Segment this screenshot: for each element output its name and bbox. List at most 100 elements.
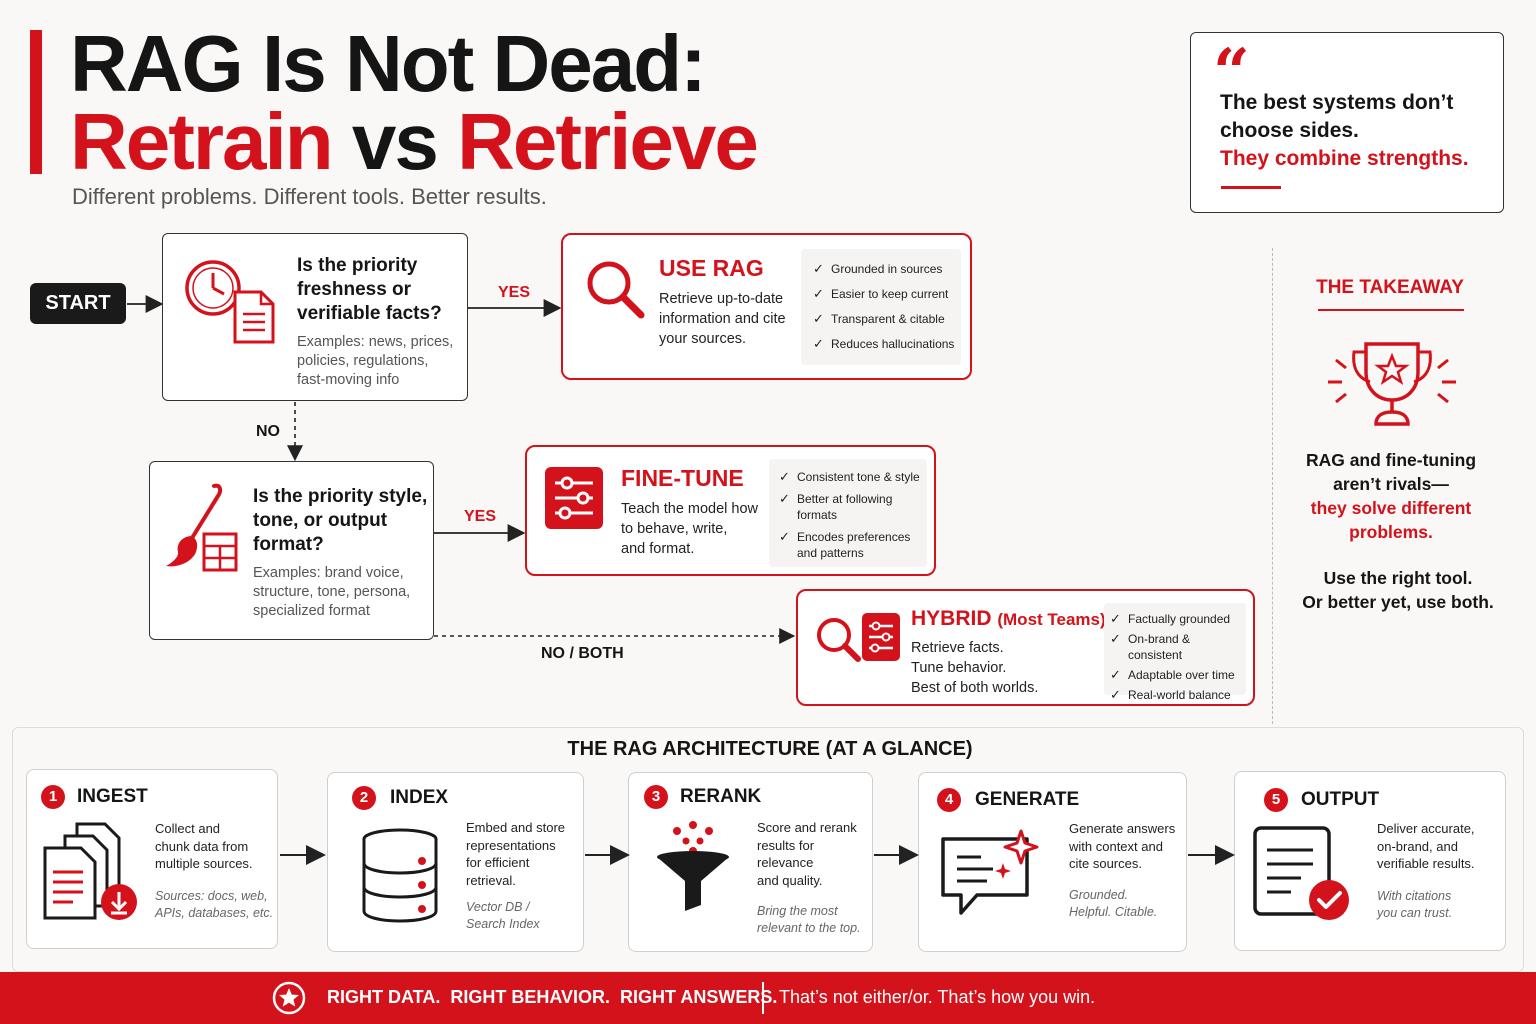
start-node: START <box>30 283 126 324</box>
step-description: Deliver accurate, on-brand, and verifiab… <box>1377 820 1475 873</box>
note-line: With citations <box>1377 889 1452 903</box>
desc-line: Tune behavior. <box>911 660 1007 676</box>
desc-line: and quality. <box>757 872 823 888</box>
desc-line: Embed and store <box>466 820 566 835</box>
desc-line: results for <box>757 837 815 853</box>
step-description: Score and rerank results for relevance a… <box>757 819 857 889</box>
title-accent-bar <box>30 30 42 174</box>
quote-highlight: They combine strengths. <box>1220 147 1469 170</box>
question-title-line: Is the priority <box>297 255 418 276</box>
takeaway-title: THE TAKEAWAY <box>1316 277 1464 298</box>
step-note: Vector DB / Search Index <box>466 899 540 933</box>
step-number: 3 <box>644 785 668 809</box>
quote-rule <box>1221 186 1281 189</box>
desc-line: Teach the model how <box>621 501 759 517</box>
fine-tune-benefits: Consistent tone & style Better at follow… <box>769 459 927 567</box>
benefit-item: Factually grounded <box>1110 611 1246 627</box>
step-note: Bring the most relevant to the top. <box>757 903 861 937</box>
fine-tune-title: FINE-TUNE <box>621 465 744 491</box>
question-title-line: Is the priority style, <box>253 486 428 507</box>
desc-line: your sources. <box>659 331 747 347</box>
sliders-icon <box>545 467 603 529</box>
desc-line: cite sources. <box>1069 856 1142 871</box>
takeaway-advice: Use the right tool. Or better yet, use b… <box>1282 566 1514 614</box>
note-line: Grounded. <box>1069 888 1129 902</box>
benefit-item: Real-world balance <box>1110 687 1246 703</box>
examples-line: Examples: news, prices, <box>297 334 454 350</box>
fine-tune-description: Teach the model how to behave, write, an… <box>621 499 758 559</box>
hybrid-title: HYBRID (Most Teams) <box>911 607 1106 631</box>
quote-text: The best systems don’t choose sides. The… <box>1220 89 1469 173</box>
step-number: 5 <box>1264 788 1288 812</box>
desc-line: representations <box>466 837 556 853</box>
quote-line: choose sides. <box>1220 119 1359 142</box>
architecture-title: THE RAG ARCHITECTURE (AT A GLANCE) <box>560 738 980 761</box>
no-label: NO <box>256 423 280 440</box>
step-note: With citations you can trust. <box>1377 888 1452 922</box>
funnel-icon <box>657 821 729 911</box>
desc-line: information and cite <box>659 311 786 327</box>
page-subtitle: Different problems. Different tools. Bet… <box>72 184 547 209</box>
step-title: RERANK <box>680 786 762 807</box>
benefit-item: Grounded in sources <box>813 261 961 277</box>
rag-title: USE RAG <box>659 255 764 281</box>
desc-line: to behave, write, <box>621 521 728 537</box>
quote-icon: “ <box>1213 35 1250 110</box>
hybrid-description: Retrieve facts. Tune behavior. Best of b… <box>911 638 1038 698</box>
question-style: Is the priority style, tone, or output f… <box>149 461 434 640</box>
benefit-item: On-brand & consistent <box>1110 631 1246 663</box>
database-icon <box>362 828 438 923</box>
desc-line: for efficient <box>466 855 530 870</box>
benefit-item: Transparent & citable <box>813 311 961 327</box>
takeaway-highlight: they solve different <box>1310 498 1472 518</box>
page-title-line2: Retrain vs Retrieve <box>70 96 759 188</box>
no-both-label: NO / BOTH <box>541 645 624 662</box>
desc-line: relevance <box>757 855 814 870</box>
examples-line: policies, regulations, <box>297 353 429 369</box>
title-retrieve: Retrieve <box>457 97 759 186</box>
step-number: 2 <box>352 786 376 810</box>
desc-line: and format. <box>621 541 695 557</box>
question-examples: Examples: news, prices, policies, regula… <box>297 333 453 390</box>
step-title: GENERATE <box>975 789 1080 810</box>
quote-card: “ The best systems don’t choose sides. T… <box>1190 32 1504 213</box>
examples-line: structure, tone, persona, <box>253 584 411 600</box>
footer-divider <box>762 982 764 1014</box>
step-number: 1 <box>41 785 65 809</box>
desc-line: with context and <box>1069 838 1163 854</box>
question-examples: Examples: brand voice, structure, tone, … <box>253 564 410 621</box>
note-line: Helpful. Citable. <box>1069 905 1158 919</box>
step-description: Collect and chunk data from multiple sou… <box>155 820 253 873</box>
hybrid-title-main: HYBRID <box>911 607 992 630</box>
desc-line: Deliver accurate, <box>1377 821 1475 836</box>
step-rerank: 3 RERANK Score and rerank results for re… <box>628 772 873 952</box>
desc-line: Generate answers <box>1069 821 1176 836</box>
desc-line: chunk data from <box>155 838 249 854</box>
yes-label-2: YES <box>464 508 497 525</box>
yes-label-1: YES <box>498 284 531 301</box>
benefit-item: Encodes preferences and patterns <box>779 529 921 561</box>
examples-line: fast-moving info <box>297 372 400 388</box>
paintbrush-layout-icon <box>166 483 238 572</box>
benefit-item: Reduces hallucinations <box>813 336 961 352</box>
question-title-line: verifiable facts? <box>297 303 442 324</box>
desc-line: Score and rerank <box>757 820 857 835</box>
note-line: you can trust. <box>1377 906 1453 920</box>
search-icon <box>587 261 645 319</box>
takeaway-line: RAG and fine-tuning <box>1305 450 1477 470</box>
footer-tagline: RIGHT DATA. RIGHT BEHAVIOR. RIGHT ANSWER… <box>327 987 778 1007</box>
step-note: Grounded. Helpful. Citable. <box>1069 887 1157 921</box>
step-output: 5 OUTPUT Deliver accurate, on-brand, and… <box>1234 771 1506 951</box>
hybrid-title-suffix: (Most Teams) <box>997 610 1106 629</box>
step-description: Generate answers with context and cite s… <box>1069 820 1175 873</box>
search-sliders-icon <box>817 613 900 662</box>
takeaway-line: Or better yet, use both. <box>1302 592 1494 612</box>
desc-line: Retrieve facts. <box>911 640 1004 656</box>
page-title-line1: RAG Is Not Dead: <box>70 19 707 108</box>
quote-line: The best systems don’t <box>1220 91 1454 114</box>
document-check-icon <box>1253 826 1349 920</box>
hybrid-benefits: Factually grounded On-brand & consistent… <box>1104 603 1246 703</box>
benefit-item: Adaptable over time <box>1110 667 1246 683</box>
note-line: relevant to the top. <box>757 921 861 935</box>
